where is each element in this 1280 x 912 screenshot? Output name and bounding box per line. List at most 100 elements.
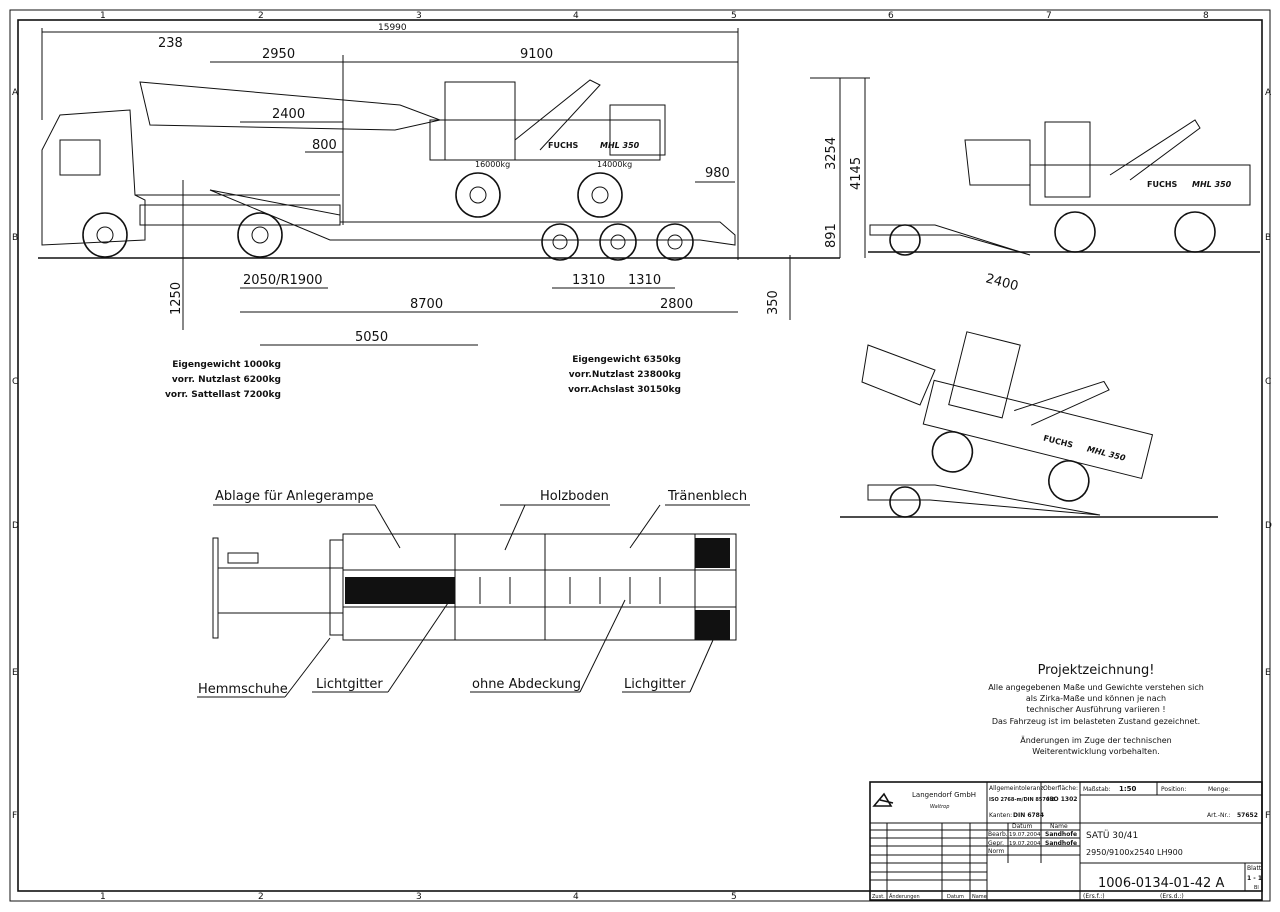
- row-label: E: [12, 668, 18, 678]
- side-view: FUCHS MHL 350 16000kg 14000kg: [38, 79, 840, 261]
- scale-value: 1:50: [1119, 785, 1137, 793]
- wheel: [577, 172, 623, 218]
- company-name: Langendorf GmbH: [912, 791, 976, 799]
- wheel: [455, 172, 501, 218]
- dim: 5050: [355, 330, 388, 345]
- dim: 238: [158, 36, 183, 51]
- name-header: Name: [1050, 823, 1068, 830]
- brand-label: FUCHS: [1147, 180, 1178, 189]
- col-label: 4: [573, 11, 579, 21]
- col-label: 6: [888, 11, 894, 21]
- trailer-deck: [209, 189, 736, 246]
- model-label: MHL 350: [1192, 180, 1232, 189]
- grid-labels: 1 2 3 4 5 6 7 8 1 2 3 4 5 A B C D E F A …: [12, 11, 1272, 902]
- dim: 1310: [572, 273, 605, 288]
- dim: 350: [766, 290, 781, 315]
- product-spec: 2950/9100x2540 LH900: [1086, 848, 1183, 857]
- edges-label: Kanten:: [989, 812, 1012, 819]
- rev-header: Änderungen: [889, 893, 920, 900]
- ers-d: (Ers.d.:): [1160, 893, 1184, 900]
- label-ablage: Ablage für Anlegerampe: [215, 489, 374, 504]
- sheet-bl: Bl: [1254, 885, 1259, 891]
- wheel: [82, 212, 128, 258]
- axle-load: 16000kg: [475, 160, 510, 169]
- dim: 800: [312, 138, 337, 153]
- note-line: technischer Ausführung variieren !: [1026, 705, 1165, 714]
- col-label: 5: [731, 892, 737, 902]
- row-label: E: [1265, 668, 1271, 678]
- rev-header: Name: [972, 894, 987, 900]
- tractor-weights: Eigengewicht 1000kg vorr. Nutzlast 6200k…: [165, 360, 281, 400]
- label-hemmschuhe: Hemmschuhe: [198, 682, 288, 697]
- dimension-labels: 15990 238 2950 9100 2400 800 980 3254 41…: [158, 23, 1020, 345]
- col-label: 2: [258, 892, 264, 902]
- dim: 4145: [849, 157, 864, 190]
- note-line: Alle angegebenen Maße und Gewichte verst…: [988, 683, 1204, 692]
- label-holzboden: Holzboden: [540, 489, 609, 504]
- row-role: Gepr.: [988, 840, 1004, 847]
- excavator-boom: [514, 79, 601, 151]
- quantity-label: Menge:: [1208, 786, 1230, 793]
- excavator-cab: [444, 81, 516, 161]
- col-label: 2: [258, 11, 264, 21]
- sheet-value: 1 - 1: [1247, 875, 1262, 882]
- plan-labels: Ablage für Anlegerampe Holzboden Tränenb…: [198, 489, 747, 697]
- wheel: [599, 223, 637, 261]
- row-label: D: [12, 521, 19, 531]
- dim: 891: [824, 223, 839, 248]
- dim: 2400: [984, 271, 1020, 294]
- dim-overall: 15990: [378, 23, 407, 33]
- truck-chassis: [139, 204, 341, 226]
- dim: 2950: [262, 47, 295, 62]
- art-number: 57652: [1237, 812, 1258, 819]
- col-label: 7: [1046, 11, 1052, 21]
- brand-label: FUCHS: [548, 141, 579, 150]
- edges-value: DIN 6784: [1013, 812, 1044, 819]
- rev-header: Zust.: [872, 894, 885, 900]
- model-label: MHL 350: [600, 141, 640, 150]
- label-lichtgitter: Lichtgitter: [316, 677, 383, 692]
- weight-line: Eigengewicht 1000kg: [172, 360, 281, 370]
- row-role: Bearb.: [988, 831, 1008, 838]
- col-label: 3: [416, 11, 422, 21]
- wheel: [541, 223, 579, 261]
- dim: 3254: [824, 137, 839, 170]
- col-label: 1: [100, 892, 106, 902]
- row-role: Norm: [988, 848, 1005, 855]
- truck-cab: [41, 109, 146, 246]
- weight-line: vorr. Nutzlast 6200kg: [172, 375, 281, 385]
- label-traenenblech: Tränenblech: [667, 489, 747, 504]
- weight-line: vorr.Nutzlast 23800kg: [569, 370, 681, 380]
- rev-header: Datum: [947, 894, 964, 900]
- dim: 1310: [628, 273, 661, 288]
- dim: 1250: [169, 282, 184, 315]
- row-name: Sandhofe: [1045, 840, 1077, 847]
- tolerance-value: ISO 2768-m/DIN 8570-B: [989, 797, 1055, 803]
- row-label: B: [1265, 233, 1271, 243]
- dim: 2050/R1900: [243, 273, 323, 288]
- label-ohne-abdeckung: ohne Abdeckung: [472, 677, 581, 692]
- row-label: D: [1265, 521, 1272, 531]
- plan-view: [212, 533, 737, 641]
- wheel: [656, 223, 694, 261]
- note-line: als Zirka-Maße und können je nach: [1026, 694, 1166, 703]
- col-label: 1: [100, 11, 106, 21]
- note-line: Weiterentwicklung vorbehalten.: [1032, 747, 1159, 756]
- dim: 980: [705, 166, 730, 181]
- dim: 2800: [660, 297, 693, 312]
- row-label: F: [12, 811, 17, 821]
- date-header: Datum: [1012, 823, 1032, 830]
- trailer-weights: Eigengewicht 6350kg vorr.Nutzlast 23800k…: [568, 355, 681, 395]
- row-label: A: [12, 88, 19, 98]
- outer-frame: [9, 9, 1271, 902]
- weight-line: vorr. Sattellast 7200kg: [165, 390, 281, 400]
- company-city: Waltrop: [930, 804, 949, 810]
- dim: 8700: [410, 297, 443, 312]
- company-logo: [872, 792, 894, 807]
- row-name: Sandhofe: [1045, 831, 1077, 838]
- dim: 9100: [520, 47, 553, 62]
- weight-line: vorr.Achslast 30150kg: [568, 385, 681, 395]
- position-label: Position:: [1161, 786, 1186, 793]
- col-label: 5: [731, 11, 737, 21]
